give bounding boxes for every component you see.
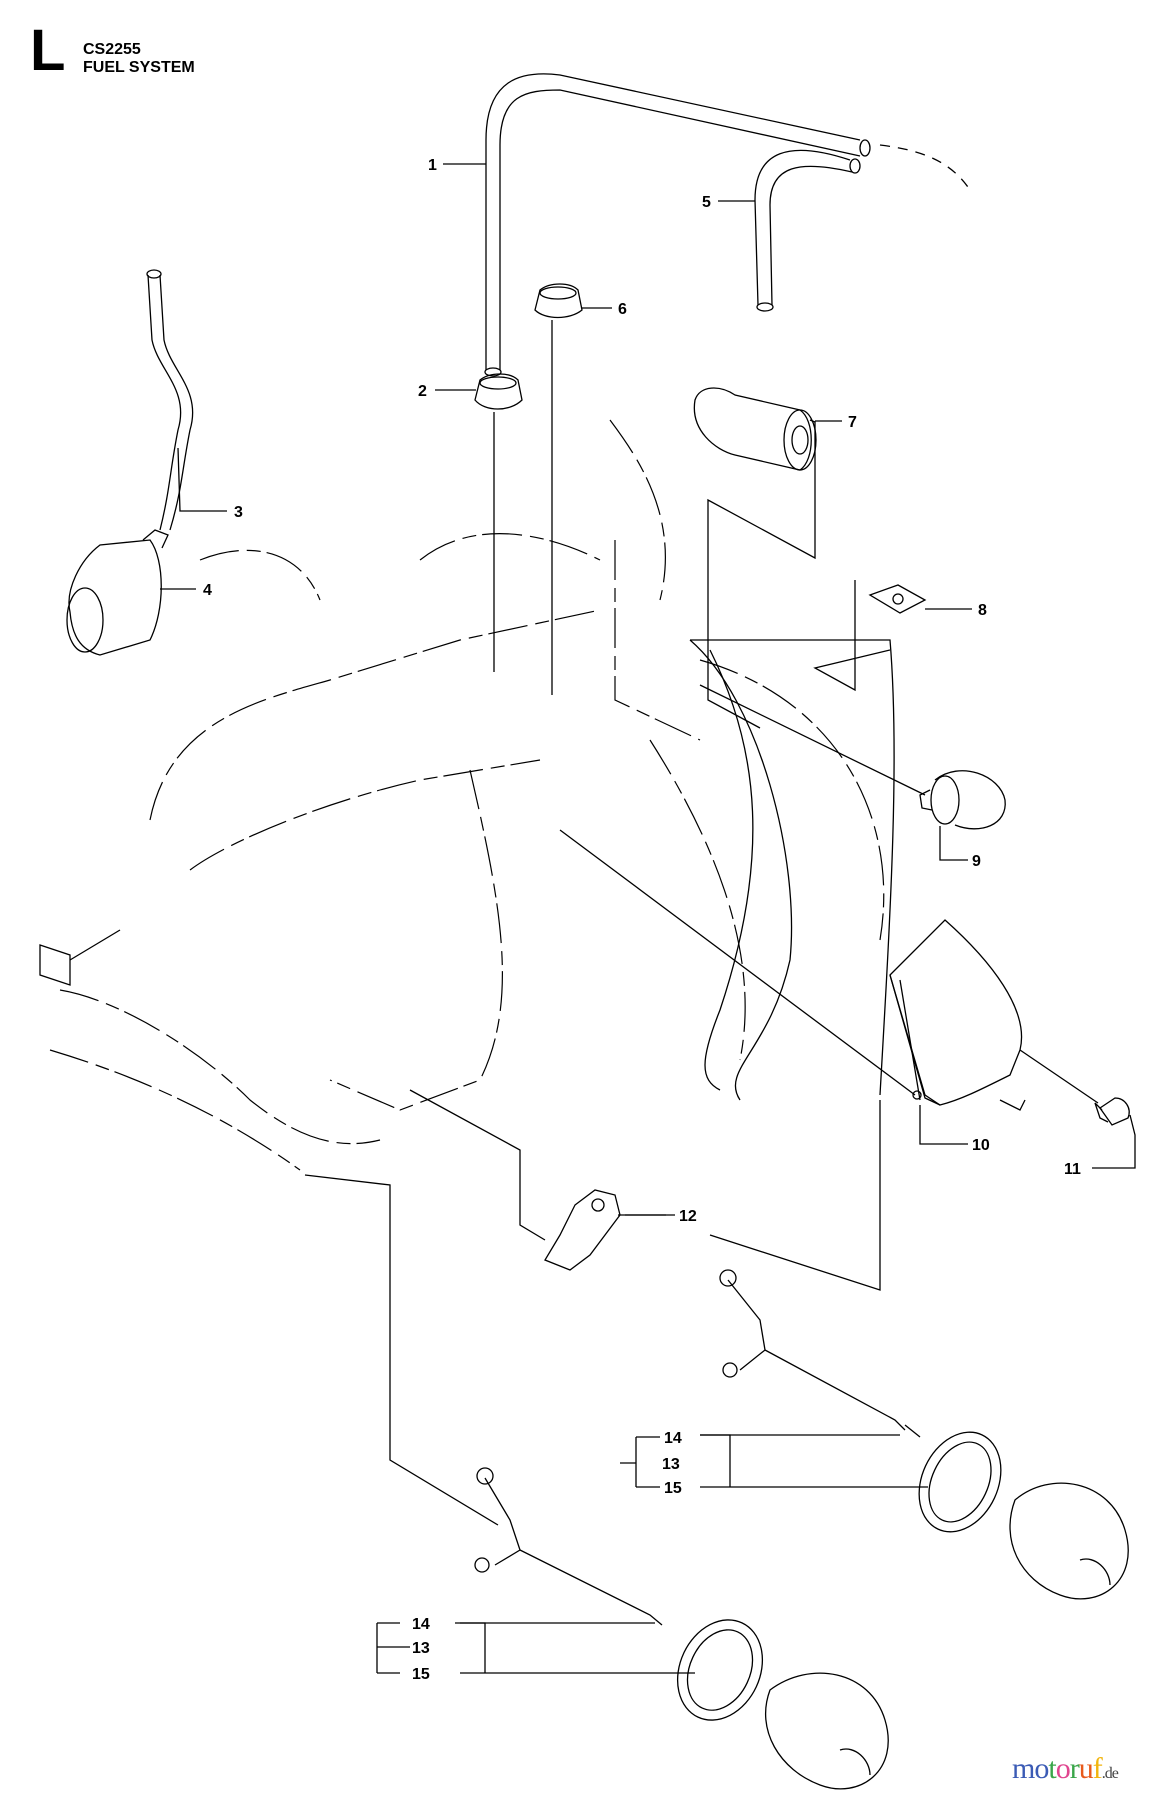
part-7-connector [693,387,817,729]
watermark-suffix: .de [1101,1765,1119,1782]
label-part-7: 7 [848,414,857,431]
label-part-14-lower: 14 [412,1616,430,1633]
leader-lines [160,163,972,1674]
watermark-logo: motoruf.de [1012,1752,1119,1786]
label-part-8: 8 [978,602,987,619]
label-part-4: 4 [203,582,212,599]
label-part-5: 5 [702,194,711,211]
part-6-grommet [534,283,583,695]
watermark-letter: o [1034,1752,1049,1785]
fuel-cap-assembly-upper [700,1269,1129,1600]
part-11-screw [1019,1049,1136,1169]
label-part-10: 10 [972,1137,990,1154]
label-part-3: 3 [234,504,243,521]
watermark-letter: m [1012,1752,1035,1785]
leader-line [709,1100,881,1291]
section-title: FUEL SYSTEM [83,59,195,76]
watermark-letter: t [1048,1752,1056,1785]
label-part-13-lower: 13 [412,1640,430,1657]
label-part-15-lower: 15 [412,1666,430,1683]
leader-line [304,1174,499,1526]
label-part-6: 6 [618,301,627,318]
label-part-13-upper: 13 [662,1456,680,1473]
chainsaw-body-outline [49,419,885,1171]
label-part-11: 11 [1064,1161,1081,1178]
label-part-9: 9 [972,853,981,870]
label-part-14-upper: 14 [664,1430,682,1447]
model-number: CS2255 [83,41,141,58]
part-8-clip-nut [813,580,927,692]
label-part-1: 1 [428,157,437,174]
watermark-letter: u [1078,1752,1094,1785]
label-part-2: 2 [418,383,427,400]
tank-outline [704,649,754,1091]
fuel-cap-assembly-lower [455,1467,889,1790]
part-3-pickup-hose [146,269,194,531]
watermark-letter: o [1055,1752,1071,1785]
label-part-15-upper: 15 [664,1480,682,1497]
label-part-12: 12 [679,1208,697,1225]
part-9-primer-bulb [699,684,1006,861]
part-1-fuel-hose [484,73,871,377]
watermark-letter: r [1069,1752,1080,1785]
part-2-grommet [474,373,523,672]
cover-outline [689,639,895,1101]
part-4-fuel-filter [66,529,169,656]
part-10-cover [559,829,1026,1145]
section-letter: L [30,18,66,83]
watermark-letter: f [1092,1752,1103,1785]
diagram-title: CS2255 FUEL SYSTEM [83,41,195,77]
part-5-hose [754,144,971,312]
part-12-bracket [409,1089,666,1271]
bolt-left [39,929,121,986]
